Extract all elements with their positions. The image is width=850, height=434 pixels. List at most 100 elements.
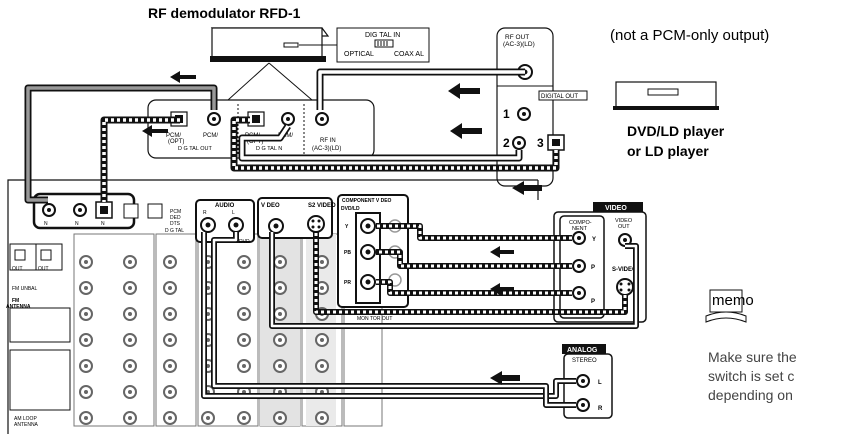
svg-text:PB: PB (344, 250, 351, 256)
svg-text:PR: PR (344, 280, 351, 286)
in2-label: N (75, 221, 79, 227)
receiver-jack-pin (242, 312, 246, 316)
fm-antenna-label: FM (12, 298, 19, 304)
digital-label: D G TAL (165, 228, 184, 234)
component-label: COMPO- (569, 220, 592, 226)
pcm-ded-label: PCM (170, 209, 181, 215)
memo-icon (705, 289, 747, 323)
svg-text:ANTENNA: ANTENNA (6, 304, 31, 310)
audio-l-label: L (232, 210, 235, 216)
out2-label: OUT (38, 266, 49, 272)
receiver-jack-pin (278, 312, 282, 316)
memo-text-3: depending on (708, 387, 793, 403)
receiver-jack-pin (242, 260, 246, 264)
switch-title: DIG TAL IN (365, 32, 400, 39)
r-label: R (598, 406, 603, 412)
video-out-label: VIDEO (615, 218, 633, 224)
player-name-1: DVD/LD player (627, 123, 725, 139)
rf-out-sub: (AC-3)(LD) (503, 41, 535, 48)
receiver-jack-pin (128, 338, 132, 342)
receiver-jack-pin (278, 338, 282, 342)
receiver-jack-pin (84, 312, 88, 316)
demodulator-device (210, 27, 330, 62)
switch-optical-label: OPTICAL (344, 51, 374, 58)
dvd-ld-label: DVD (239, 239, 250, 245)
receiver-jack-pin (320, 260, 324, 264)
svg-text:Y: Y (345, 224, 349, 230)
player-device-icon (613, 81, 719, 110)
rf-in-label: RF IN (320, 138, 336, 144)
receiver-jack-pin (242, 338, 246, 342)
receiver-jack-pin (128, 416, 132, 420)
svg-text:DED: DED (170, 215, 181, 221)
monitor-out-label: MON TOR OUT (357, 316, 392, 322)
receiver-jack-pin (278, 286, 282, 290)
pr-label: P (591, 299, 595, 305)
switch-coax-label: COAX AL (394, 51, 424, 58)
jack-3-label: 3 (537, 136, 544, 150)
demodulator-rear-panel: PCM/ (OPT) PCM/ D G TAL OUT PCM/ (OPT) P… (147, 99, 375, 159)
receiver-jack-pin (320, 286, 324, 290)
receiver-jack-pin (168, 286, 172, 290)
am-antenna-label: AM LOOP (14, 416, 37, 422)
receiver-jack-pin (84, 260, 88, 264)
receiver-jack-pin (168, 390, 172, 394)
memo-title: memo (712, 292, 754, 309)
receiver-jack-pin (168, 260, 172, 264)
jack-1-label: 1 (503, 107, 510, 121)
s2video-label: S2 VIDEO (308, 203, 336, 209)
receiver-jack-pin (320, 338, 324, 342)
svg-text:ANTENNA: ANTENNA (14, 422, 39, 428)
receiver-jack-pin (278, 260, 282, 264)
receiver-jack-pin (84, 286, 88, 290)
receiver-jack-pin (84, 390, 88, 394)
svg-text:DTS: DTS (170, 221, 181, 227)
receiver-jack-pin (168, 312, 172, 316)
out1-label: OUT (12, 266, 23, 272)
receiver-jack-pin (242, 364, 246, 368)
pb-label: P (591, 265, 595, 271)
component-video-label: COMPONENT V DEO (342, 198, 392, 204)
y-label: Y (592, 237, 596, 243)
pcm-coax-out-label: PCM/ (203, 133, 218, 139)
svideo-label: S-VIDEO (612, 267, 637, 273)
receiver-jack-pin (168, 364, 172, 368)
in3-label: N (101, 221, 105, 227)
receiver-jack-pin (84, 338, 88, 342)
player-note: (not a PCM-only output) (610, 27, 769, 44)
receiver-jack-pin (320, 416, 324, 420)
video-label: V DEO (261, 203, 280, 209)
pcm-opt-out-label: PCM/ (166, 133, 181, 139)
audio-label: AUDIO (215, 203, 235, 209)
receiver-jack-pin (128, 260, 132, 264)
receiver-jack-pin (242, 286, 246, 290)
jack-2-label: 2 (503, 136, 510, 150)
digital-in-label: D G TAL N (256, 146, 282, 152)
cables (24, 68, 639, 408)
digital-out-label: D G TAL OUT (178, 146, 212, 152)
memo-text-2: switch is set c (708, 368, 794, 384)
player-name-2: or LD player (627, 143, 709, 159)
receiver-jack-pin (278, 416, 282, 420)
svg-text:FM UNBAL: FM UNBAL (12, 286, 38, 292)
demodulator-title: RF demodulator RFD-1 (148, 5, 301, 21)
l-label: L (598, 380, 602, 386)
receiver-jack-pin (128, 286, 132, 290)
rf-in-sub: (AC-3)(LD) (312, 146, 341, 152)
receiver-jack-pin (84, 364, 88, 368)
receiver-jack-pin (168, 416, 172, 420)
analog-header: ANALOG (567, 347, 598, 354)
svg-text:NENT: NENT (572, 226, 588, 232)
receiver-jack-pin (242, 416, 246, 420)
audio-r-label: R (203, 210, 207, 216)
pcm-coax-in-label: PCM/ (278, 133, 293, 139)
receiver-jack-pin (206, 416, 210, 420)
comp-dvd-ld-label: DVD/LD (341, 206, 360, 212)
receiver-jack-pin (168, 338, 172, 342)
memo-text-1: Make sure the (708, 349, 797, 365)
receiver-jack-pin (128, 390, 132, 394)
rf-out-label: RF OUT (505, 34, 529, 41)
receiver-jack-pin (128, 364, 132, 368)
receiver-jack-pin (278, 364, 282, 368)
